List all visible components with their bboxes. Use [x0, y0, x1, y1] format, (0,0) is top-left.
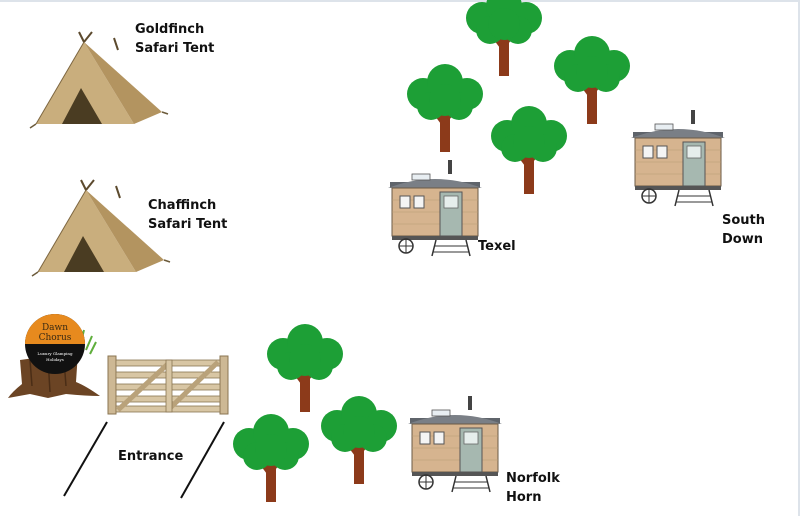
south-down-label-line2: Down	[722, 232, 763, 247]
chaffinch-tent-label: Chaffinch Safari Tent	[148, 196, 227, 234]
dawn-chorus-logo: Dawn Chorus Luxury Glamping Holidays	[8, 314, 100, 398]
tree-icon	[464, 0, 544, 78]
goldfinch-label-line1: Goldfinch	[135, 22, 205, 37]
gate-icon	[107, 355, 229, 415]
entrance-label: Entrance	[118, 447, 183, 466]
texel-label-line: Texel	[478, 239, 516, 254]
frame-right-border	[798, 0, 800, 516]
norfolk-horn-label-line2: Horn	[506, 490, 542, 505]
logo-title-line1: Dawn	[42, 323, 68, 333]
logo-tagline-line2: Holidays	[46, 357, 64, 362]
texel-shepherd-hut-icon	[387, 159, 483, 257]
entrance-label-line: Entrance	[118, 449, 184, 464]
south-down-label: South Down	[722, 211, 765, 249]
tree-icon	[265, 322, 345, 414]
texel-label: Texel	[478, 237, 516, 256]
logo-tagline-line1: Luxury Glamping	[37, 351, 73, 356]
entrance-path-left-line	[63, 421, 108, 497]
tree-icon	[231, 412, 311, 504]
tree-icon	[552, 34, 632, 126]
tree-icon	[319, 394, 399, 486]
chaffinch-label-line2: Safari Tent	[148, 217, 228, 232]
chaffinch-label-line1: Chaffinch	[148, 198, 217, 213]
tree-icon	[489, 104, 569, 196]
norfolk-horn-shepherd-hut-icon	[407, 395, 503, 493]
entrance-path-right-line	[180, 421, 225, 499]
frame-top-border	[0, 0, 800, 2]
norfolk-horn-label: Norfolk Horn	[506, 469, 560, 507]
norfolk-horn-label-line1: Norfolk	[506, 471, 560, 486]
south-down-shepherd-hut-icon	[630, 109, 726, 207]
logo-title-line2: Chorus	[39, 333, 72, 343]
tree-icon	[405, 62, 485, 154]
goldfinch-label-line2: Safari Tent	[135, 41, 215, 56]
goldfinch-tent-label: Goldfinch Safari Tent	[135, 20, 214, 58]
south-down-label-line1: South	[722, 213, 766, 228]
